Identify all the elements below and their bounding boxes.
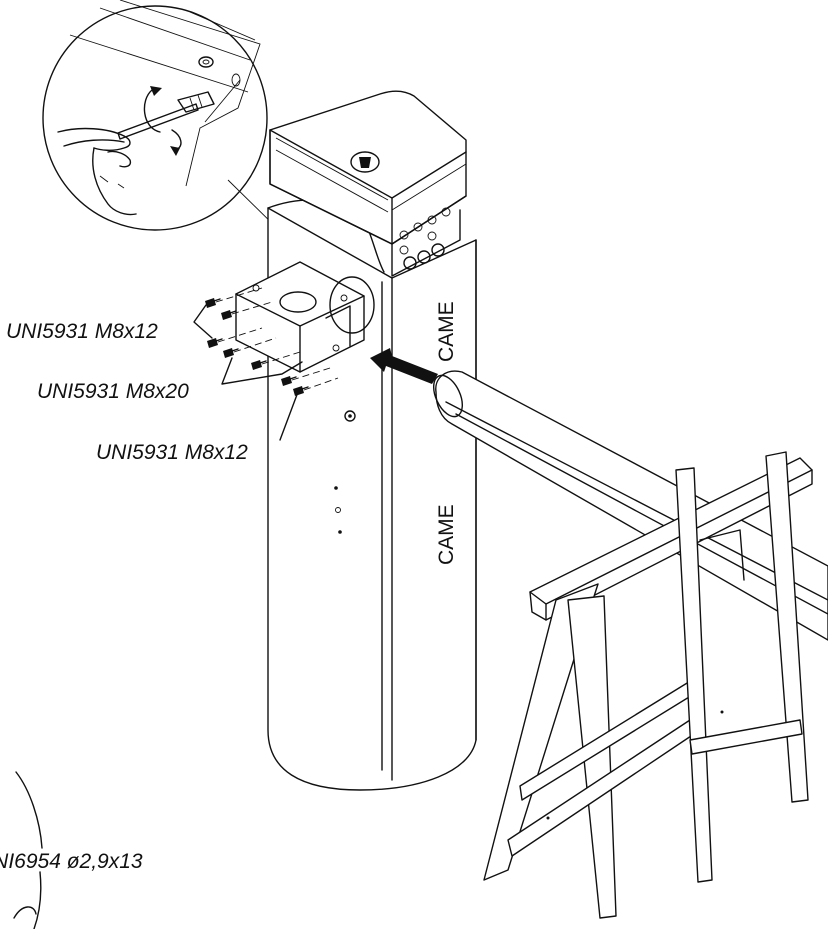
detail-magnifier bbox=[42, 0, 343, 293]
insertion-arrow-icon bbox=[370, 348, 438, 384]
screw-icon bbox=[205, 287, 263, 308]
label-screw-m8x20: UNI5931 M8x20 bbox=[37, 380, 189, 403]
label-screw-small: UNI6954 ø2,9x13 bbox=[0, 850, 143, 873]
sawhorse-stand bbox=[483, 451, 813, 919]
cabinet-dot bbox=[338, 530, 342, 534]
pivot-screw-icon bbox=[344, 410, 356, 422]
hex-key-icon bbox=[117, 91, 215, 140]
small-screw-detail bbox=[13, 771, 43, 930]
label-screw-m8x12-lower: UNI5931 M8x12 bbox=[96, 441, 248, 464]
screw-icon bbox=[251, 351, 301, 370]
screw-icon bbox=[223, 337, 277, 358]
magnifier-bracket bbox=[69, 0, 261, 187]
bar-mounting-bracket bbox=[235, 261, 365, 373]
brand-label-lower: CAME bbox=[435, 504, 458, 565]
label-screw-m8x12-upper: UNI5931 M8x12 bbox=[6, 320, 158, 343]
leader-lines bbox=[193, 304, 303, 441]
screw-icon bbox=[207, 327, 263, 348]
rotation-arrow-icon bbox=[13, 906, 37, 919]
screw-icon bbox=[293, 377, 339, 396]
connector-panel bbox=[391, 207, 461, 277]
screw-icon bbox=[281, 367, 331, 386]
hand-icon bbox=[57, 127, 137, 216]
key-lock-icon bbox=[350, 151, 380, 173]
rotation-arrow-icon bbox=[143, 86, 182, 156]
boom-bar bbox=[432, 370, 828, 641]
detail-zoom-circle bbox=[329, 276, 375, 334]
screw-icon bbox=[221, 301, 273, 320]
brand-label-upper: CAME bbox=[435, 301, 458, 362]
cabinet-dot bbox=[334, 486, 338, 490]
magnifier-circle bbox=[42, 5, 268, 231]
screws bbox=[205, 287, 339, 396]
cabinet-hole bbox=[335, 507, 341, 513]
barrier-cabinet: CAME CAME bbox=[235, 90, 477, 791]
